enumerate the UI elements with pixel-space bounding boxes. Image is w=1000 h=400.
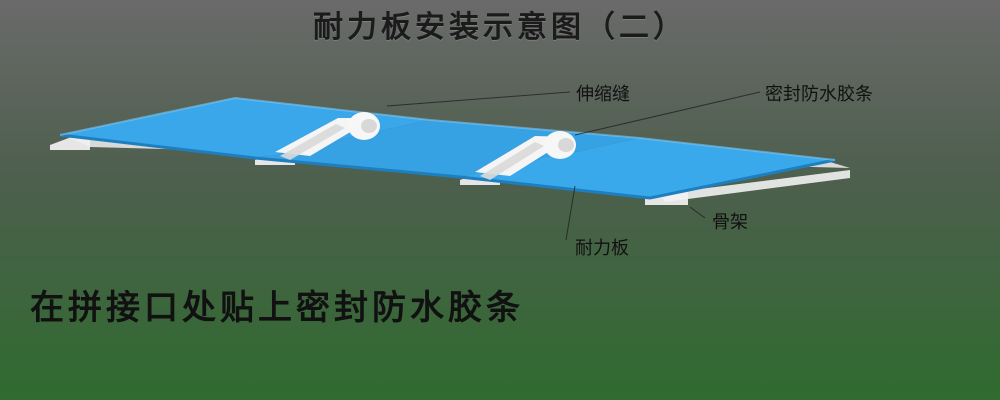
leader-line-seal xyxy=(574,91,761,136)
leader-line-frame xyxy=(689,206,706,219)
solid-panels xyxy=(59,96,836,200)
label-sealing-strip: 密封防水胶条 xyxy=(765,84,873,105)
leader-line-panel xyxy=(565,185,576,241)
sealing-strips xyxy=(275,112,576,180)
label-frame: 骨架 xyxy=(712,212,748,233)
leader-line-expansion xyxy=(386,91,571,107)
diagram-caption: 在拼接口处贴上密封防水胶条 xyxy=(30,288,524,328)
label-panel: 耐力板 xyxy=(575,238,629,259)
leader-lines xyxy=(386,91,761,241)
diagram-title: 耐力板安装示意图（二） xyxy=(313,10,687,45)
label-expansion-joint: 伸缩缝 xyxy=(576,84,630,105)
